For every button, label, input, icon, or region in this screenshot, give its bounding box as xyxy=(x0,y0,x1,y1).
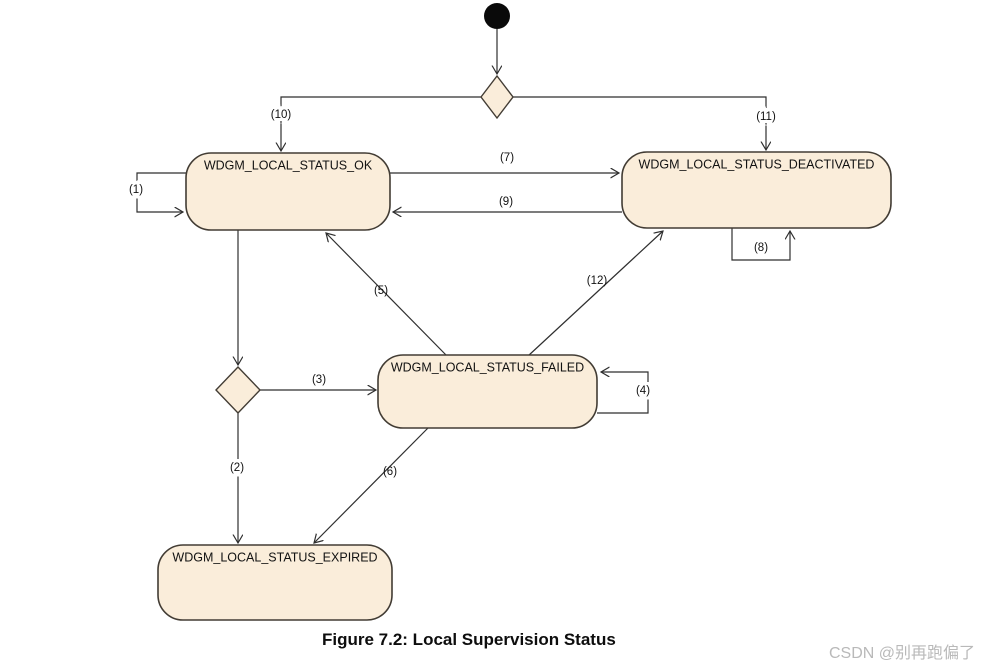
choice-diamond-choice-top xyxy=(480,74,514,120)
state-label-expired: WDGM_LOCAL_STATUS_EXPIRED xyxy=(172,550,377,564)
transition-label-t12: (12) xyxy=(587,275,608,287)
choice-diamond-choice-left xyxy=(215,365,261,415)
transition-t10 xyxy=(281,96,481,151)
transition-label-t11: (11) xyxy=(756,111,776,123)
transition-label-t5: (5) xyxy=(374,285,388,297)
transition-t1 xyxy=(136,172,186,212)
state-label-failed: WDGM_LOCAL_STATUS_FAILED xyxy=(391,360,584,374)
transition-label-t6: (6) xyxy=(383,466,397,478)
transition-t12 xyxy=(527,231,663,357)
watermark-text: CSDN @别再跑偏了 xyxy=(828,645,975,662)
transition-t8 xyxy=(731,228,790,261)
figure-caption: Figure 7.2: Local Supervision Status xyxy=(322,630,616,649)
initial-state-dot xyxy=(484,3,510,29)
state-node-failed xyxy=(377,354,598,429)
state-label-ok: WDGM_LOCAL_STATUS_OK xyxy=(204,158,373,172)
transition-label-t3: (3) xyxy=(312,374,326,386)
transition-label-t2: (2) xyxy=(230,462,244,474)
state-node-expired xyxy=(157,544,393,621)
transition-label-t10: (10) xyxy=(271,109,292,121)
transition-t6 xyxy=(314,427,429,543)
state-node-ok xyxy=(185,152,391,231)
transition-label-t1: (1) xyxy=(129,184,143,196)
transition-t4 xyxy=(597,372,649,414)
transition-label-t8: (8) xyxy=(754,242,768,254)
transition-label-t4: (4) xyxy=(636,385,650,397)
transition-t5 xyxy=(326,233,448,357)
state-label-deactivated: WDGM_LOCAL_STATUS_DEACTIVATED xyxy=(639,157,875,171)
transition-label-t9: (9) xyxy=(499,196,513,208)
transition-t11 xyxy=(513,96,766,150)
transition-label-t7: (7) xyxy=(500,152,514,164)
state-node-deactivated xyxy=(621,151,892,229)
